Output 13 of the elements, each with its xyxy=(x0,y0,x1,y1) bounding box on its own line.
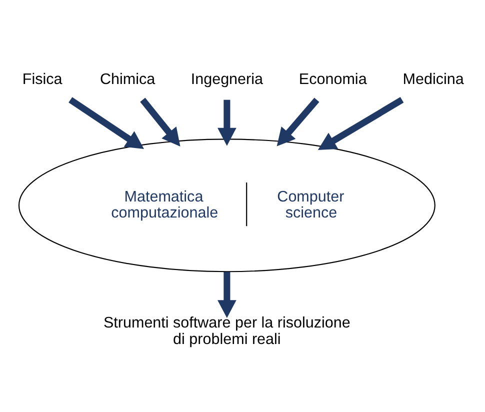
arrow xyxy=(276,97,320,146)
node-text: Fisica xyxy=(22,70,62,88)
arrow xyxy=(318,96,404,150)
node-text: Ingegneria xyxy=(190,70,264,88)
arrow xyxy=(68,96,144,148)
node-text: Chimica xyxy=(100,70,156,88)
arrow xyxy=(218,99,236,146)
node-text: Economia xyxy=(298,70,367,88)
arrow xyxy=(140,97,180,146)
node-text: Medicina xyxy=(402,70,464,88)
node-text: Strumenti software per la risoluzione di problemi reali xyxy=(103,314,350,348)
node-ellipse: Matematica computazionale Computer science xyxy=(18,138,436,272)
arrow xyxy=(218,271,236,318)
